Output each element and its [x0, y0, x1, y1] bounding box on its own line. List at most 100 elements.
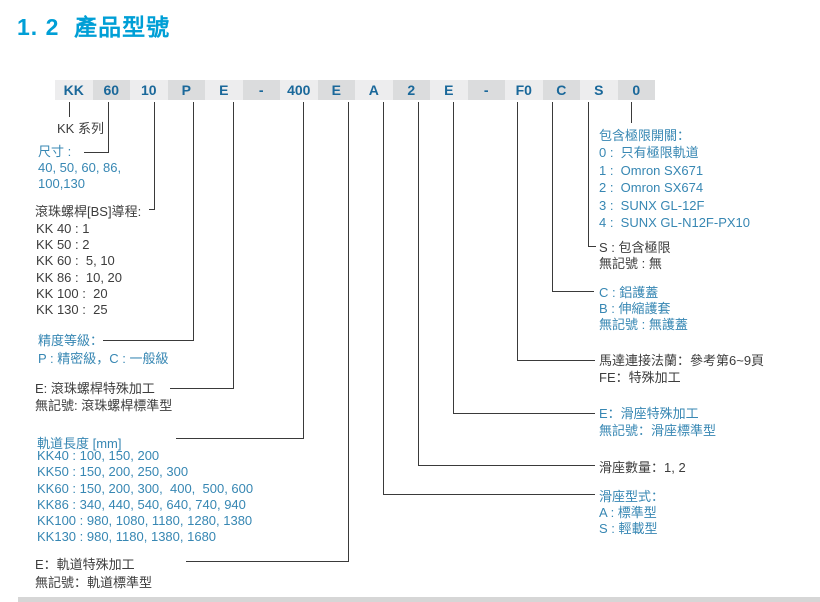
legend-rail-length-values: KK40 : 100, 150, 200 KK50 : 150, 200, 25… [37, 448, 253, 546]
connector-line [418, 465, 595, 466]
legend-text: S : 包含極限 [599, 240, 671, 255]
connector-line [108, 102, 109, 153]
connector-line [631, 102, 632, 123]
legend-kk-series: KK 系列 [57, 118, 104, 137]
legend-text: KK100 : 980, 1080, 1180, 1280, 1380 [37, 513, 253, 529]
code-segment: E [317, 80, 355, 100]
legend-limit: S : 包含極限 無記號 : 無 [599, 240, 671, 272]
legend-text: FE：特殊加工 [599, 370, 681, 386]
code-segment: 60 [92, 80, 130, 100]
legend-text: A : 標準型 [599, 505, 657, 520]
legend-text: C : 鋁護蓋 [599, 285, 659, 300]
legend-text: 無記號：軌道標準型 [35, 574, 153, 590]
legend-text: KK 40 : 1 [36, 221, 90, 236]
legend-text: B : 伸縮護套 [599, 301, 671, 317]
legend-motor-flange: 馬達連接法蘭：參考第6~9頁 FE：特殊加工 [599, 352, 764, 387]
legend-rail-special: E：軌道特殊加工 無記號：軌道標準型 [35, 556, 152, 591]
legend-text: 2 : Omron SX674 [599, 180, 704, 196]
legend-text: E：軌道特殊加工 [35, 557, 135, 572]
legend-title: 包含極限開關： [599, 128, 691, 143]
code-segment: - [242, 80, 280, 100]
legend-text: 40, 50, 60, 86, [38, 160, 122, 175]
section-number: 1. 2 [17, 14, 60, 40]
legend-text: KK 50 : 2 [36, 237, 90, 253]
connector-line [186, 561, 349, 562]
code-segment: - [467, 80, 505, 100]
connector-line [552, 102, 553, 292]
legend-block-type: 滑座型式： A : 標準型 S : 輕載型 [599, 489, 664, 537]
code-segment: 10 [130, 80, 168, 100]
legend-text: 滑座數量：1, 2 [599, 460, 686, 475]
connector-line [418, 102, 419, 466]
code-segment: C [542, 80, 580, 100]
section-title: 產品型號 [74, 14, 171, 40]
legend-lead-values: KK 40 : 1 KK 50 : 2 KK 60 : 5, 10 KK 86 … [36, 221, 122, 318]
legend-lead-title: 滾珠螺桿[BS]導程: [35, 201, 141, 220]
legend-title: 尺寸 : [38, 144, 72, 159]
code-segment: 2 [392, 80, 430, 100]
legend-text: 無記號：滑座標準型 [599, 423, 717, 438]
connector-line [303, 102, 304, 439]
connector-line [453, 413, 595, 414]
connector-line [383, 102, 384, 495]
code-segment: S [580, 80, 618, 100]
code-segment: E [205, 80, 243, 100]
connector-line [453, 102, 454, 414]
legend-text: 無記號: 滾珠螺桿標準型 [35, 398, 173, 413]
page-bottom-strip [18, 597, 820, 602]
legend-text: KK 130 : 25 [36, 302, 108, 318]
connector-line [588, 246, 596, 247]
connector-line [103, 340, 194, 341]
connector-line [348, 102, 349, 562]
legend-block-count: 滑座數量：1, 2 [599, 457, 686, 476]
legend-text: 1 : Omron SX671 [599, 162, 704, 178]
code-segment: A [355, 80, 393, 100]
legend-text: KK 86 : 10, 20 [36, 269, 123, 285]
legend-text: KK 60 : 5, 10 [36, 253, 115, 269]
legend-text: KK60 : 150, 200, 300, 400, 500, 600 [37, 480, 254, 496]
connector-line [517, 102, 518, 361]
connector-line [588, 102, 589, 247]
legend-text: 3 : SUNX GL-12F [599, 197, 705, 213]
legend-title: 軌道長度 [mm] [37, 436, 122, 451]
legend-text: S : 輕載型 [599, 521, 658, 536]
connector-line [552, 291, 594, 292]
legend-text: KK50 : 150, 200, 250, 300 [37, 464, 189, 480]
connector-line [383, 494, 595, 495]
code-segment: 0 [617, 80, 655, 100]
legend-limit-switch: 包含極限開關： 0 : 只有極限軌道 1 : Omron SX671 2 : O… [599, 127, 750, 231]
connector-line [149, 209, 155, 210]
legend-title: 滑座型式： [599, 489, 665, 504]
legend-accuracy: 精度等級： P : 精密級，C : 一般級 [38, 332, 169, 367]
connector-line [517, 360, 595, 361]
legend-text: KK130 : 980, 1180, 1380, 1680 [37, 529, 217, 545]
legend-text: 無記號 : 無 [599, 256, 662, 271]
connector-line [154, 102, 155, 210]
legend-rail-length-title: 軌道長度 [mm] [37, 433, 122, 452]
connector-line [193, 102, 194, 341]
legend-text: 4 : SUNX GL-N12F-PX10 [599, 215, 750, 231]
page-title: 1. 2 產品型號 [17, 8, 170, 42]
legend-size: 尺寸 : 40, 50, 60, 86, 100,130 [38, 144, 121, 192]
legend-title: 滾珠螺桿[BS]導程: [35, 204, 142, 219]
legend-text: E：滑座特殊加工 [599, 406, 699, 421]
legend-text: KK40 : 100, 150, 200 [37, 448, 160, 463]
legend-title: 精度等級： [38, 333, 104, 348]
legend-text: 無記號 : 無護蓋 [599, 317, 688, 333]
connector-line [233, 102, 234, 389]
legend-text: KK 系列 [57, 121, 104, 136]
code-segment: KK [55, 80, 93, 100]
legend-text: 馬達連接法蘭：參考第6~9頁 [599, 353, 765, 368]
legend-text: 0 : 只有極限軌道 [599, 145, 699, 161]
code-segment: P [167, 80, 205, 100]
code-segment: E [430, 80, 468, 100]
connector-line [176, 438, 304, 439]
legend-text: E: 滾珠螺桿特殊加工 [35, 381, 155, 396]
legend-text: P : 精密級，C : 一般級 [38, 350, 169, 366]
code-segment: F0 [505, 80, 543, 100]
connector-line [69, 102, 70, 117]
code-segment: 400 [280, 80, 318, 100]
legend-text: 100,130 [38, 176, 85, 191]
